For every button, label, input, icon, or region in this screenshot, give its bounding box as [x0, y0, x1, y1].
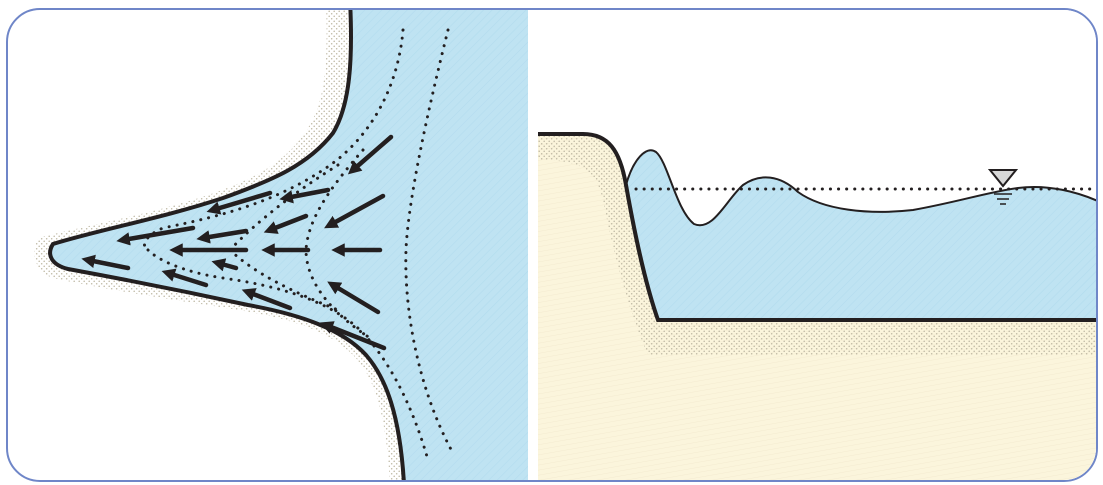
inlet-water: [50, 10, 528, 482]
panel-divider: [528, 10, 534, 482]
section-view-panel: [532, 10, 1098, 482]
figure-frame: [6, 8, 1098, 482]
plan-view-panel: [34, 10, 528, 482]
diagram-canvas: [8, 10, 1098, 482]
